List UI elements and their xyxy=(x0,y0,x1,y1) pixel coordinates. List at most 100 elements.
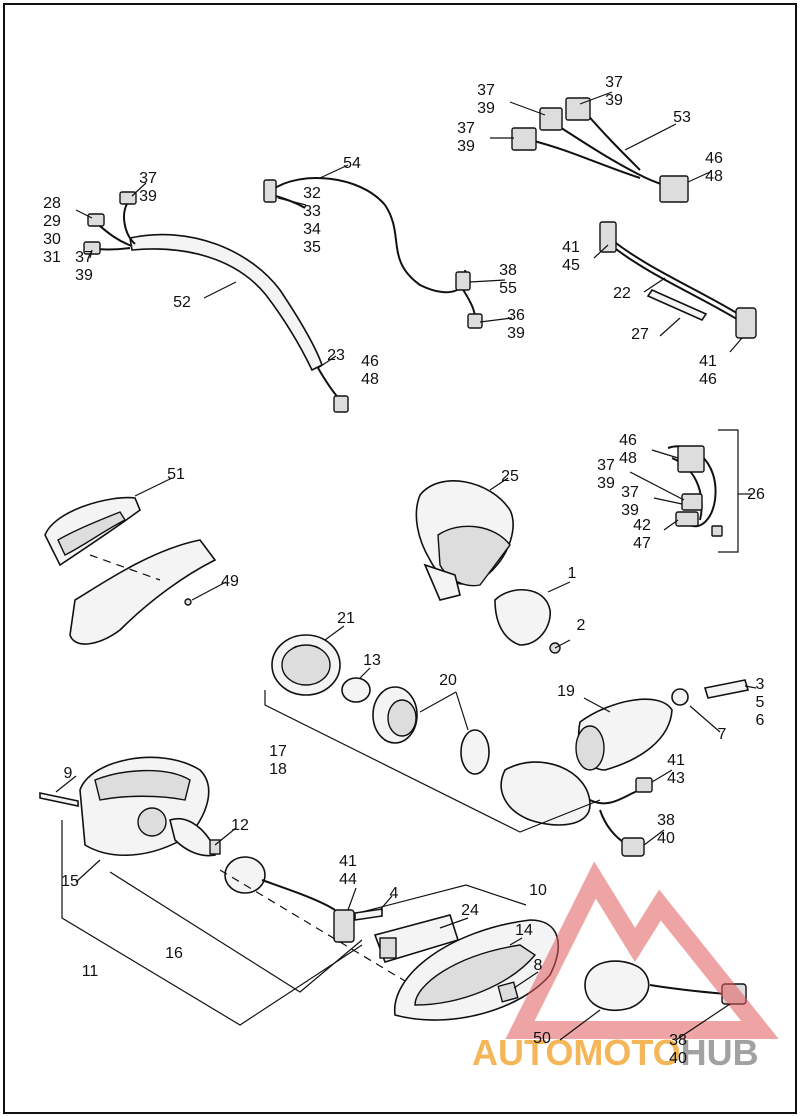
callout-number: 48 xyxy=(361,371,379,388)
callout-number: 18 xyxy=(269,761,287,778)
turn-signal-assembly xyxy=(264,634,750,857)
callout-number: 38 xyxy=(499,262,517,279)
callout-number: 46 xyxy=(361,353,379,370)
callout-c54: 54 xyxy=(343,155,361,172)
callout-number: 15 xyxy=(61,873,79,890)
callout-number: 36 xyxy=(507,307,525,324)
callout-number: 10 xyxy=(529,882,547,899)
callout-number: 45 xyxy=(562,257,580,274)
callout-number: 41 xyxy=(699,353,717,370)
callout-number: 49 xyxy=(221,573,239,590)
callout-c19: 19 xyxy=(557,683,575,700)
callout-number: 13 xyxy=(363,652,381,669)
callout-c27: 27 xyxy=(631,326,649,343)
callout-number: 55 xyxy=(499,280,517,297)
callout-number: 4 xyxy=(390,885,399,902)
callout-number: 35 xyxy=(303,239,321,256)
svg-text:AUTOMOTOHUB: AUTOMOTOHUB xyxy=(472,1032,759,1073)
callout-c9: 9 xyxy=(64,765,73,782)
callout-number: 11 xyxy=(82,963,99,980)
callout-number: 20 xyxy=(439,672,457,689)
callout-number: 39 xyxy=(75,267,93,284)
callout-number: 24 xyxy=(461,902,479,919)
callout-number: 50 xyxy=(533,1030,551,1047)
callout-number: 17 xyxy=(269,743,287,760)
callout-number: 39 xyxy=(507,325,525,342)
callout-number: 37 xyxy=(605,74,623,91)
callout-c14: 14 xyxy=(515,922,533,939)
callout-number: 25 xyxy=(501,468,519,485)
callout-number: 9 xyxy=(64,765,73,782)
callout-number: 43 xyxy=(667,770,685,787)
callout-number: 14 xyxy=(515,922,533,939)
rear-lamp-assembly-11 xyxy=(39,756,421,1026)
callout-number: 39 xyxy=(477,100,495,117)
callout-number: 37 xyxy=(139,170,157,187)
callout-number: 5 xyxy=(756,694,765,711)
callout-c16: 16 xyxy=(165,945,183,962)
callout-number: 23 xyxy=(327,347,345,364)
callout-number: 39 xyxy=(139,188,157,205)
callout-c20: 20 xyxy=(439,672,457,689)
callout-number: 40 xyxy=(669,1050,687,1067)
callout-number: 51 xyxy=(167,466,185,483)
watermark-text-hub: HUB xyxy=(681,1032,759,1073)
callout-number: 54 xyxy=(343,155,361,172)
wiring-harness-22 xyxy=(599,221,757,339)
callout-c15: 15 xyxy=(61,873,79,890)
callout-c10: 10 xyxy=(529,882,547,899)
callout-number: 41 xyxy=(562,239,580,256)
callout-c26: 26 xyxy=(747,486,765,503)
callout-c4: 4 xyxy=(390,885,399,902)
callout-number: 52 xyxy=(173,294,191,311)
callout-number: 41 xyxy=(667,752,685,769)
callout-c2: 2 xyxy=(577,617,586,634)
wiring-harness-52 xyxy=(83,191,349,413)
callout-number: 19 xyxy=(557,683,575,700)
wiring-harness-53 xyxy=(511,97,689,203)
callout-number: 47 xyxy=(633,535,651,552)
callout-c51: 51 xyxy=(167,466,185,483)
callout-number: 39 xyxy=(597,475,615,492)
leader-lines xyxy=(55,91,757,1041)
callout-number: 3 xyxy=(756,676,765,693)
callout-number: 40 xyxy=(657,830,675,847)
callout-number: 7 xyxy=(718,726,727,743)
callout-number: 37 xyxy=(75,249,93,266)
callout-c50: 50 xyxy=(533,1030,551,1047)
callout-number: 33 xyxy=(303,203,321,220)
callout-number: 38 xyxy=(657,812,675,829)
callout-number: 48 xyxy=(705,168,723,185)
callout-number: 2 xyxy=(577,617,586,634)
callout-c21: 21 xyxy=(337,610,355,627)
callout-number: 46 xyxy=(619,432,637,449)
tail-lamp-51 xyxy=(44,496,217,645)
callout-number: 29 xyxy=(43,213,61,230)
callout-number: 37 xyxy=(457,120,475,137)
callout-number: 16 xyxy=(165,945,183,962)
callout-number: 37 xyxy=(597,457,615,474)
callout-c22: 22 xyxy=(613,285,631,302)
wiring-harness-26 xyxy=(667,429,752,553)
callout-number: 32 xyxy=(303,185,321,202)
diagram-border xyxy=(3,3,797,1114)
callout-number: 42 xyxy=(633,517,651,534)
